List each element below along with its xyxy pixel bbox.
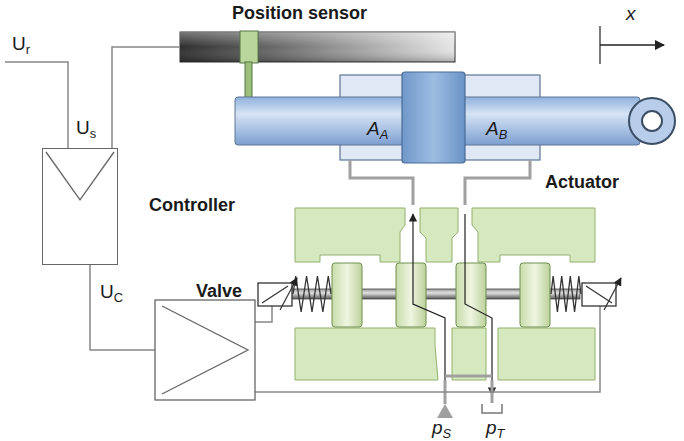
amplifier-box (155, 300, 255, 400)
solenoid-line (262, 286, 288, 303)
spool-land (520, 263, 550, 327)
solenoid (258, 278, 297, 310)
component-label: Position sensor (232, 4, 367, 24)
hydraulic-line (350, 160, 413, 205)
sensor-stem (245, 62, 252, 98)
signal-label: UC (100, 282, 123, 303)
sensor-slider (240, 31, 258, 63)
valve-housing (295, 208, 405, 262)
spool-land (456, 263, 486, 327)
pressure-source-symbol (437, 404, 453, 418)
spool-lands (332, 263, 550, 327)
sensor-bar (180, 32, 455, 62)
piston (402, 72, 465, 163)
spring (293, 276, 331, 312)
rod-eye (629, 98, 675, 144)
controller-box: Controller (42, 148, 118, 265)
valve-housing (420, 208, 458, 262)
signal-wire (112, 47, 180, 148)
component-label: Controller (149, 196, 235, 216)
controller-symbol (46, 152, 114, 200)
solenoid-arrow (604, 278, 621, 310)
amplifier-symbol (162, 306, 248, 394)
solenoid-box (258, 283, 292, 306)
solenoid-wire (599, 306, 601, 385)
valve-housing (472, 208, 595, 262)
signal-wire (5, 62, 68, 148)
solenoid-line (586, 286, 612, 303)
solenoid-box (582, 283, 616, 306)
signal-label: Us (76, 118, 96, 139)
spool-land (396, 263, 426, 327)
spool-land (332, 263, 362, 327)
area-label: AB (486, 119, 507, 140)
direction-arrow (600, 44, 664, 46)
valve-housing (452, 328, 486, 380)
sensor-shade (180, 32, 455, 62)
hydraulic-line (465, 160, 530, 205)
flow-arrow (465, 214, 492, 395)
flow-arrow (413, 214, 445, 400)
actuator-cylinder: AAABActuator (340, 75, 540, 160)
springs (293, 276, 581, 312)
pilot-line (445, 375, 492, 378)
spring (551, 276, 581, 312)
axis-label: x (626, 4, 636, 25)
tank-symbol (482, 404, 502, 413)
rod-eye-hole (642, 111, 662, 131)
signal-label: Ur (12, 34, 30, 55)
position-sensor: Position sensor (180, 32, 455, 62)
valve-housing (295, 328, 438, 380)
servo-valve: Valve (258, 205, 618, 385)
solenoid-wire (255, 306, 272, 322)
solenoid-arrow (280, 278, 297, 310)
valve-housing (498, 328, 595, 380)
component-label: Valve (196, 282, 242, 302)
pressure-label: pS (432, 418, 451, 439)
pressure-label: pT (486, 418, 504, 439)
area-label: AA (367, 119, 388, 140)
component-label: Actuator (545, 173, 619, 193)
solenoid (582, 278, 621, 310)
